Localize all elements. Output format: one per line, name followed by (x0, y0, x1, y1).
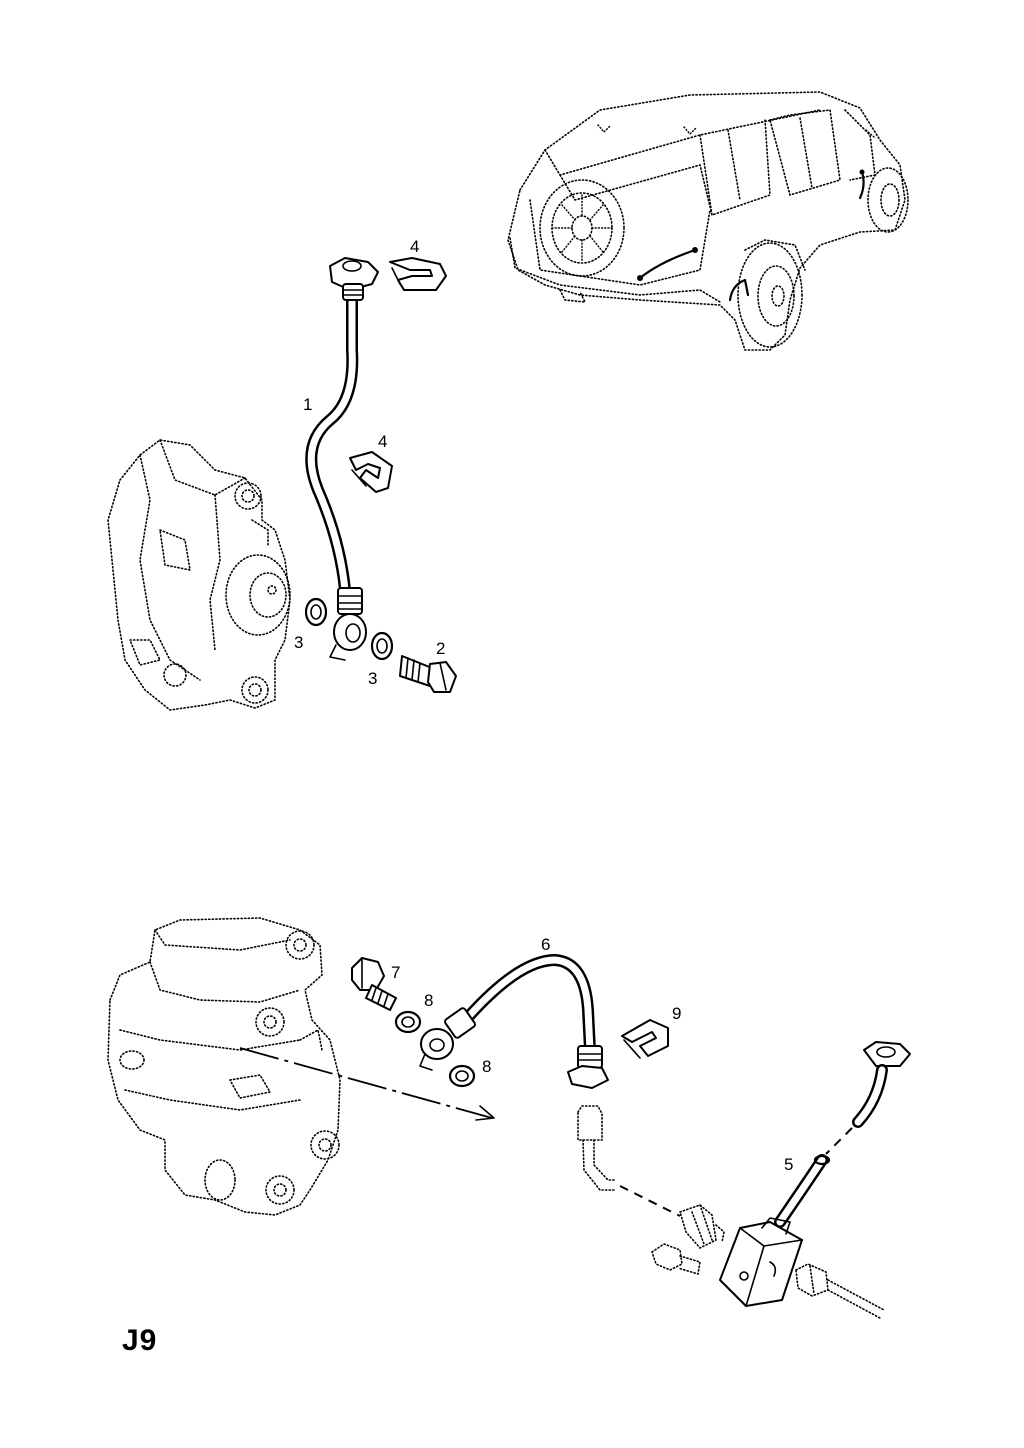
pointer-arrow (239, 1047, 495, 1121)
brake-hose-top (305, 257, 379, 661)
retaining-clip-icon (349, 451, 393, 493)
brake-hose-bottom (419, 954, 609, 1089)
brake-hose-right (719, 1041, 911, 1307)
callout-4-upper: 4 (410, 237, 419, 256)
callout-8-lower: 8 (482, 1057, 491, 1076)
callout-7: 7 (391, 963, 400, 982)
brake-caliper-icon (107, 917, 341, 1216)
vehicle-locator-icon (507, 91, 909, 351)
callout-9: 9 (672, 1004, 681, 1023)
callout-3-left: 3 (294, 633, 303, 652)
page-code: J9 (122, 1324, 158, 1357)
callout-6: 6 (541, 935, 550, 954)
brake-pipe (577, 1105, 725, 1249)
banjo-bolt-icon (351, 957, 397, 1011)
callout-1: 1 (303, 395, 312, 414)
mounting-bolt-icon (651, 1243, 701, 1275)
callout-3-right: 3 (368, 669, 377, 688)
callout-5: 5 (784, 1155, 793, 1174)
sealing-washer-icon (370, 631, 394, 661)
sealing-washer-icon (394, 1010, 422, 1034)
callout-8-upper: 8 (424, 991, 433, 1010)
callout-4-lower: 4 (378, 432, 387, 451)
retaining-clip-icon (389, 257, 447, 291)
sealing-washer-icon (304, 597, 328, 627)
sealing-washer-icon (448, 1064, 476, 1088)
retaining-clip-icon (621, 1019, 669, 1059)
banjo-bolt-icon (399, 655, 457, 693)
callout-2: 2 (436, 639, 445, 658)
pipe-union-icon (795, 1263, 885, 1319)
brake-caliper-icon (107, 439, 291, 711)
